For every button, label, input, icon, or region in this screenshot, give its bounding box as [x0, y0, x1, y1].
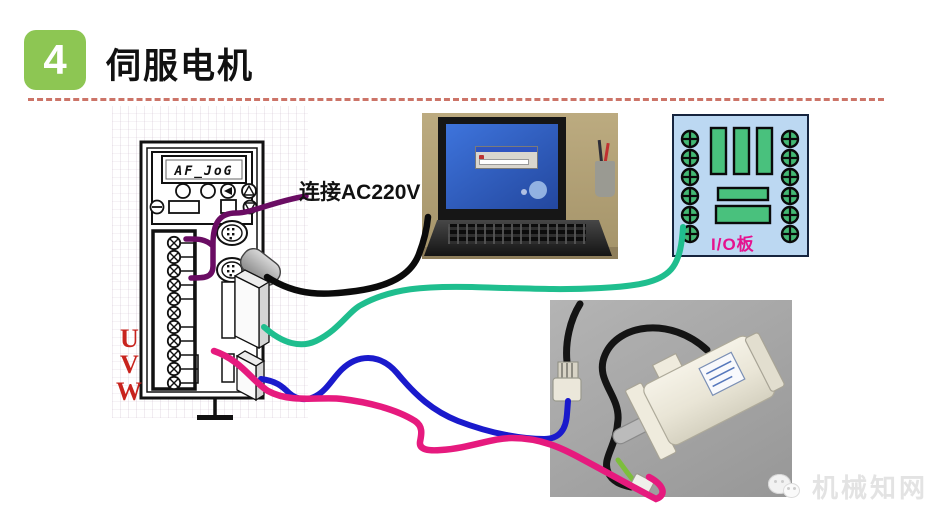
drive-display-text: AF_JoG [174, 164, 234, 179]
bubble-small [783, 482, 800, 498]
connector-cn2 [235, 350, 266, 402]
wechat-bubbles-icon [768, 471, 804, 503]
motor-small-connector [630, 473, 655, 494]
motor-cable-encoder [563, 300, 584, 366]
laptop-photo [422, 113, 618, 259]
motor-photo [550, 300, 792, 497]
page-title: 伺服电机 [106, 47, 255, 86]
watermark: 机械知网 [768, 468, 928, 505]
io-horizontal-pads [714, 186, 772, 225]
motor-nameplate [698, 351, 746, 397]
laptop-screen-wallpaper [446, 124, 558, 209]
io-board: I/O板 [672, 114, 809, 257]
io-board-graphics [680, 126, 800, 244]
socket-slot-lower [221, 353, 235, 383]
phase-label-w: W [116, 377, 142, 406]
io-vertical-slots [709, 126, 774, 176]
terminal-block [151, 229, 199, 391]
motor-ground-lead [615, 457, 637, 484]
io-board-label: I/O板 [711, 235, 755, 254]
laptop-base [424, 220, 612, 256]
din-connector-upper [216, 220, 248, 246]
connector-cn1 [233, 269, 271, 350]
ac220v-label: 连接AC220V [299, 181, 421, 204]
socket-slot-upper [221, 281, 236, 339]
servo-drive-diagram: AF_JoG [116, 140, 281, 420]
boot-dialog-field [479, 159, 530, 166]
laptop-keyboard [448, 224, 586, 245]
io-screw-column-left [680, 129, 700, 244]
boot-dialog [475, 146, 538, 170]
io-screw-column-right [780, 129, 800, 244]
drive-display: AF_JoG [161, 155, 247, 184]
slide-number-badge: 4 [24, 30, 86, 90]
dashed-divider [28, 98, 884, 101]
boot-dialog-titlebar [476, 147, 537, 153]
motor-endcap [744, 332, 785, 392]
motor-connector [552, 361, 582, 402]
boot-dialog-icon [479, 155, 485, 161]
ground-symbol [197, 398, 233, 420]
phase-label-u: U [120, 324, 139, 353]
laptop-screen [438, 117, 566, 220]
screen-logo [528, 180, 547, 199]
motor-graphics [552, 300, 785, 494]
pen-cup [595, 161, 615, 197]
phase-label-v: V [120, 350, 139, 379]
watermark-text: 机械知网 [812, 473, 929, 503]
